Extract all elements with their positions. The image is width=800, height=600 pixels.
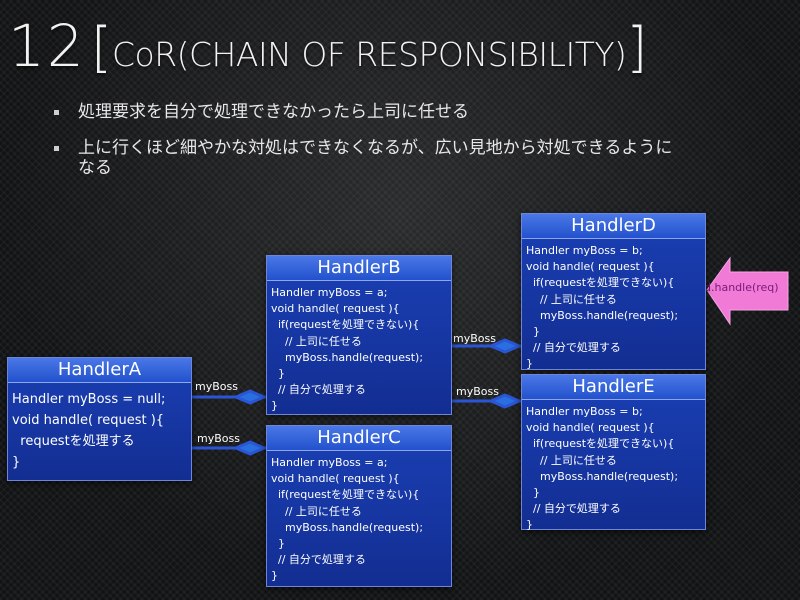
- diamond-b-a: [232, 389, 268, 405]
- call-arrow: [706, 256, 789, 326]
- bullet-text: 上に行くほど細やかな対処はできなくなるが、広い見地から対処できるように なる: [78, 138, 673, 178]
- handler-a-code: Handler myBoss = null; void handle( requ…: [12, 392, 166, 470]
- title-bracket-open: [: [90, 16, 112, 79]
- handler-e-code: Handler myBoss = b; void handle( request…: [526, 405, 679, 532]
- handler-b-name: HandlerB: [267, 256, 451, 281]
- handler-a-name: HandlerA: [8, 358, 191, 383]
- diamond-e-b: [487, 393, 523, 409]
- bullet-list: 処理要求を自分で処理できなかったら上司に任せる 上に行くほど細やかな対処はできな…: [50, 102, 750, 194]
- link-label-d-b: myBoss: [453, 332, 496, 345]
- link-label-b-a: myBoss: [195, 380, 238, 393]
- handler-d-code: Handler myBoss = b; void handle( request…: [526, 244, 679, 371]
- slide-number: 12: [8, 12, 86, 80]
- handler-a-box: HandlerA Handler myBoss = null; void han…: [7, 357, 192, 481]
- link-label-e-b: myBoss: [456, 385, 499, 398]
- bullet-text: 処理要求を自分で処理できなかったら上司に任せる: [78, 102, 469, 122]
- handler-c-name: HandlerC: [267, 426, 451, 451]
- handler-e-box: HandlerE Handler myBoss = b; void handle…: [521, 374, 706, 531]
- bullet-item: 上に行くほど細やかな対処はできなくなるが、広い見地から対処できるように なる: [50, 138, 750, 178]
- diamond-d-b: [487, 338, 523, 354]
- diamond-c-a: [232, 440, 268, 456]
- slide-title: 12 [CoR(CHAIN OF RESPONSIBILITY)]: [8, 12, 648, 80]
- handler-b-box: HandlerB Handler myBoss = a; void handle…: [266, 255, 452, 415]
- handler-b-code: Handler myBoss = a; void handle( request…: [271, 286, 424, 413]
- handler-d-name: HandlerD: [522, 214, 705, 239]
- title-bracket-close: ]: [626, 16, 648, 79]
- handler-d-box: HandlerD Handler myBoss = b; void handle…: [521, 213, 706, 370]
- link-label-c-a: myBoss: [197, 432, 240, 445]
- handler-c-box: HandlerC Handler myBoss = a; void handle…: [266, 425, 452, 587]
- title-text: CoR(CHAIN OF RESPONSIBILITY): [111, 35, 627, 74]
- handler-e-name: HandlerE: [522, 375, 705, 400]
- bullet-item: 処理要求を自分で処理できなかったら上司に任せる: [50, 102, 750, 122]
- handler-c-code: Handler myBoss = a; void handle( request…: [271, 456, 424, 583]
- call-label: d.handle(req): [704, 281, 779, 294]
